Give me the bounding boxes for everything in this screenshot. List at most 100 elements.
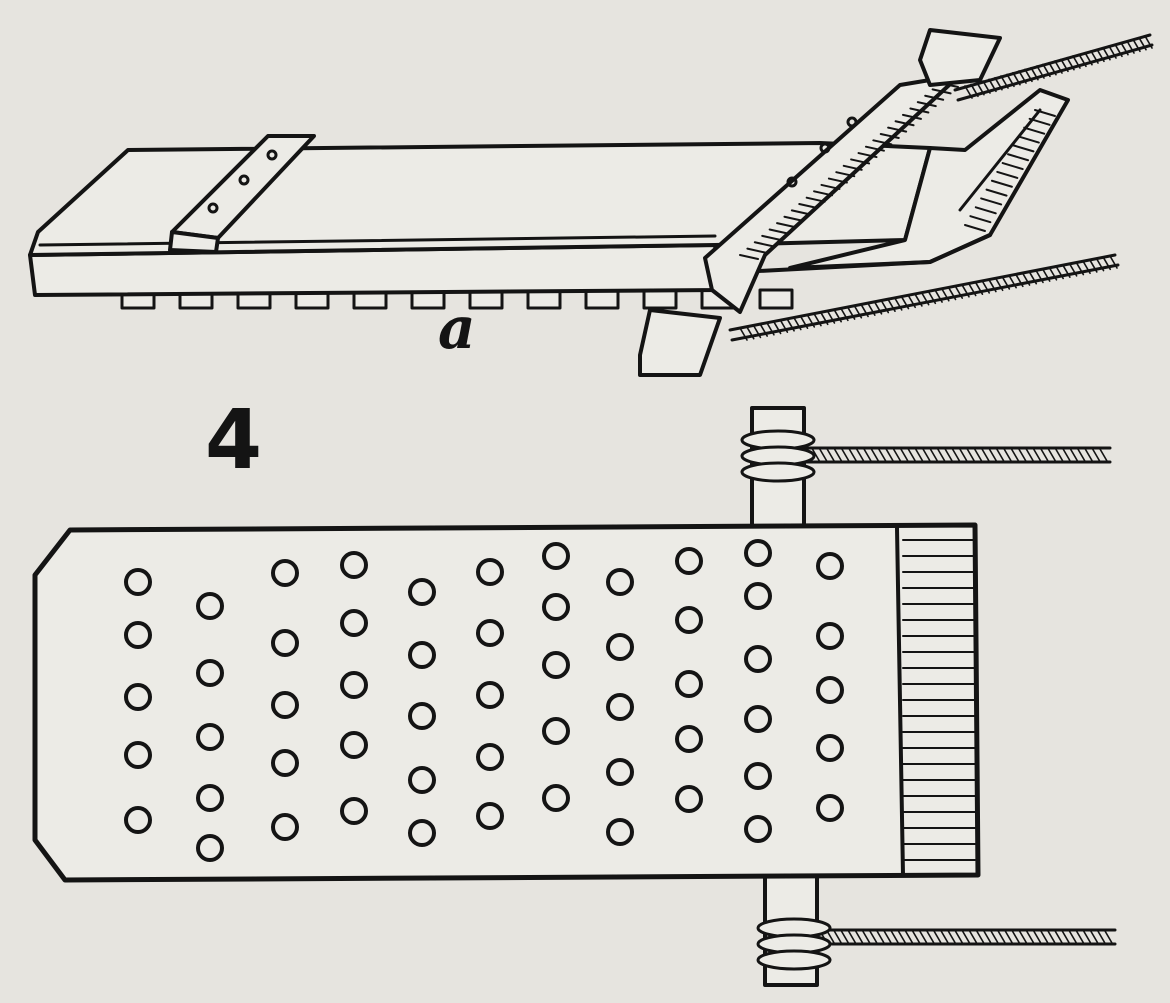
- rope-twist: [840, 307, 849, 322]
- rope-twist: [793, 316, 802, 331]
- hatch-line: [985, 188, 1008, 197]
- hole: [542, 542, 570, 570]
- hatch-line: [739, 254, 759, 260]
- hole: [340, 609, 368, 637]
- hole: [124, 568, 152, 596]
- hole: [744, 582, 772, 610]
- hole: [271, 691, 299, 719]
- rope-twist: [893, 297, 903, 311]
- rope-twist: [1003, 448, 1012, 462]
- hatch-line: [990, 179, 1013, 188]
- hole: [408, 578, 436, 606]
- rope-twist: [1040, 448, 1049, 462]
- rope-twist: [1028, 270, 1038, 285]
- rope-twist: [1012, 71, 1021, 86]
- rope-twist: [1018, 448, 1027, 462]
- hole: [408, 819, 436, 847]
- cleat-hole: [238, 174, 250, 186]
- rope-twist: [1047, 930, 1056, 944]
- hole: [744, 645, 772, 673]
- hole: [675, 670, 703, 698]
- hatch-line: [783, 215, 804, 222]
- rope-twist: [1068, 263, 1078, 277]
- rope-twist: [1055, 265, 1064, 280]
- rope-twist: [1024, 68, 1033, 83]
- plan-board: [32, 522, 981, 883]
- hole: [271, 559, 299, 587]
- hatch-line: [1034, 109, 1056, 117]
- rope-twist: [1062, 264, 1071, 278]
- rope-twist: [786, 318, 795, 332]
- rope-twist: [966, 448, 976, 462]
- hole: [606, 568, 634, 596]
- hole: [340, 797, 368, 825]
- hole: [606, 758, 634, 786]
- rope-twist: [1132, 38, 1141, 53]
- rope-icon: [819, 930, 1113, 944]
- hole: [542, 593, 570, 621]
- rope-twist: [1144, 35, 1153, 49]
- rope-twist: [819, 311, 829, 326]
- hole: [124, 621, 152, 649]
- hatch-line: [879, 132, 900, 139]
- hatch-line: [931, 88, 952, 95]
- rope-twist: [974, 281, 984, 295]
- hole: [124, 806, 152, 834]
- rope-twist: [988, 78, 997, 93]
- rope-twist: [1041, 268, 1051, 282]
- hatch-line: [850, 158, 871, 165]
- hatch-line: [790, 209, 811, 216]
- rope-twist: [1018, 70, 1027, 84]
- hatch-line: [872, 139, 893, 146]
- rope-twist: [833, 930, 843, 944]
- rope-twist: [973, 448, 983, 462]
- rope-twist: [1089, 930, 1099, 944]
- rope-twist: [873, 301, 883, 315]
- hole: [476, 681, 504, 709]
- rope-twist: [918, 930, 928, 944]
- rope-twist: [847, 930, 857, 944]
- rope-twist: [885, 448, 894, 462]
- rope-twist: [826, 930, 835, 944]
- crossbar-hole: [786, 176, 798, 188]
- rope-twist: [920, 291, 930, 306]
- hole: [476, 743, 504, 771]
- rope-twist: [1102, 256, 1112, 271]
- rope-twist: [1097, 930, 1106, 944]
- rope-twist: [1090, 50, 1099, 64]
- rope-twist: [1075, 930, 1085, 944]
- hatch-line: [909, 107, 930, 114]
- rope-twist: [1054, 930, 1063, 944]
- hole: [271, 629, 299, 657]
- rope-icon: [964, 35, 1153, 99]
- rope-twist: [867, 302, 876, 316]
- plan-holes: [124, 539, 844, 862]
- rope-twist: [922, 448, 931, 462]
- rope-twist: [1000, 75, 1009, 89]
- rope-twist: [940, 930, 949, 944]
- rope-twist: [1048, 61, 1057, 76]
- rope-twist: [1008, 274, 1017, 289]
- rope-twist: [1032, 930, 1042, 944]
- rope-twist: [766, 321, 775, 336]
- rope-twist: [1025, 930, 1035, 944]
- rope-twist: [954, 285, 964, 299]
- hole: [816, 676, 844, 704]
- hatch-line: [916, 101, 937, 108]
- rope-twist: [981, 448, 990, 462]
- rope-twist: [1095, 257, 1105, 272]
- nose-hatching: [964, 109, 1056, 232]
- rope-twist: [1010, 448, 1020, 462]
- rope-wrap: [740, 461, 816, 483]
- hole: [340, 551, 368, 579]
- hole: [196, 723, 224, 751]
- rope-twist: [1099, 448, 1108, 462]
- rope-twist: [1035, 269, 1044, 284]
- rope-twist: [926, 930, 935, 944]
- rope-twist: [1032, 448, 1042, 462]
- hole: [542, 784, 570, 812]
- rope-icon: [804, 448, 1108, 462]
- hatch-line: [1028, 117, 1051, 126]
- hole: [476, 619, 504, 647]
